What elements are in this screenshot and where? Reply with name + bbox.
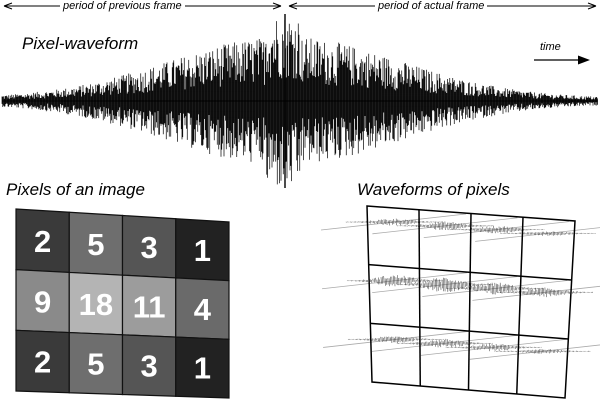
waveform-pixel-grid (320, 205, 600, 399)
pixel-waveform-streak (346, 275, 443, 287)
pixel-value: 3 (140, 349, 157, 384)
pixel-waveform-streak (447, 282, 543, 295)
pixel-waveform-streak (497, 287, 594, 298)
pixel-waveform-streak (448, 225, 545, 234)
waveform-grid-column-line (516, 217, 524, 395)
pixel-grid: 2 5 3 1 9 18 11 4 2 5 3 1 (15, 208, 230, 399)
pixel-waveform-streak (396, 277, 493, 292)
arrowhead-mid-right (288, 2, 298, 10)
pixel-value: 3 (140, 230, 157, 265)
waveform-streak-axis (472, 285, 600, 301)
arrowhead-left (3, 2, 13, 10)
pixel-value: 9 (34, 284, 51, 319)
pixel-value: 11 (133, 289, 166, 324)
pixel-value: 5 (87, 347, 104, 382)
pixel-value: 4 (194, 292, 212, 327)
pixel-waveform-streak (397, 221, 494, 231)
pixel-cell (175, 336, 230, 399)
time-label: time (540, 41, 561, 53)
pixel-waveform-streak (345, 218, 442, 226)
waveform-title: Pixel-waveform (22, 34, 139, 53)
pixel-value: 2 (34, 224, 51, 259)
pixel-waveform-streak (499, 231, 596, 236)
waveforms-section-title: Waveforms of pixels (357, 180, 510, 199)
waveform-grid-column-line (467, 213, 472, 391)
pixel-value: 2 (34, 345, 51, 380)
waveform-grid-column-line (418, 209, 421, 387)
time-arrow (534, 55, 590, 65)
pixel-value: 18 (79, 287, 113, 322)
pixel-value: 1 (194, 351, 211, 386)
pixel-waveform-signal (1, 14, 598, 188)
pixels-section-title: Pixels of an image (6, 180, 145, 199)
previous-frame-period-label: period of previous frame (60, 0, 185, 12)
arrowhead-mid-left (272, 2, 282, 10)
actual-frame-period-label: period of actual frame (375, 0, 488, 12)
pixel-waveform-streak (445, 343, 542, 352)
waveform-grid-row-line (368, 263, 572, 281)
pixel-waveform-streak (396, 338, 493, 348)
pixel-value: 1 (194, 233, 211, 268)
pixel-waveform-streak (494, 349, 591, 354)
pixel-waveform-streak (347, 336, 444, 344)
arrowhead-right (587, 2, 597, 10)
pixel-value: 5 (87, 227, 104, 262)
waveform-grid-row-line (370, 322, 569, 340)
